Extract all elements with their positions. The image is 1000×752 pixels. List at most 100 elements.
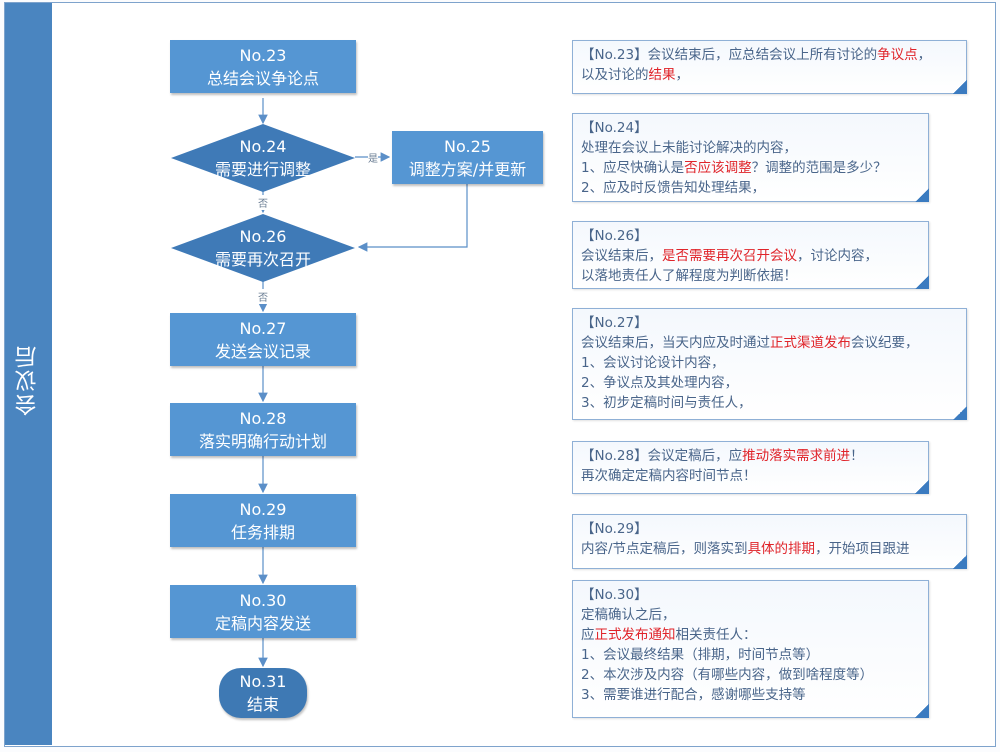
- note-text: 【No.23】会议结束后，应总结会议上所有讨论的: [581, 47, 878, 63]
- note-line: 【No.27】: [581, 313, 958, 333]
- node-label: 调整方案/并更新: [408, 159, 527, 179]
- note-text: 3、需要谁进行配合，感谢哪些支持等: [581, 687, 806, 703]
- note-text: 1、会议讨论设计内容，: [581, 355, 725, 371]
- node-id: No.27: [239, 318, 287, 338]
- note-text: 会议结束后，当天内应及时通过: [581, 335, 770, 351]
- decision-shape-26: [171, 214, 355, 282]
- process-node-28[interactable]: No.28 落实明确行动计划: [170, 403, 356, 456]
- note-highlight-text: 结果: [648, 67, 676, 83]
- note-line: 以及讨论的结果，: [581, 65, 958, 85]
- node-id: No.31: [239, 672, 287, 691]
- note-text: 【No.30】: [581, 587, 648, 603]
- note-text: 【No.29】: [581, 521, 648, 537]
- note-line: 以落地责任人了解程度为判断依据！: [581, 266, 920, 286]
- note-line: 内容/节点定稿后，则落实到具体的排期，开始项目跟进: [581, 539, 958, 559]
- note-text: ，: [917, 47, 932, 63]
- note-line: 【No.23】会议结束后，应总结会议上所有讨论的争议点，: [581, 45, 958, 65]
- page-curl-icon: [953, 555, 967, 569]
- note-line: 应正式发布通知相关责任人：: [581, 625, 920, 645]
- note-line: 【No.24】: [581, 118, 920, 138]
- process-node-29[interactable]: No.29 任务排期: [170, 494, 356, 547]
- note-text: ？调整的范围是多少？: [751, 160, 887, 176]
- node-id: No.28: [239, 408, 287, 428]
- note-text: 以及讨论的: [581, 67, 649, 83]
- process-node-30[interactable]: No.30 定稿内容发送: [170, 585, 356, 638]
- note-line: 3、初步定稿时间与责任人，: [581, 393, 958, 413]
- note-23: 【No.23】会议结束后，应总结会议上所有讨论的争议点，以及讨论的结果，: [572, 40, 967, 94]
- node-label: 需要再次召开: [214, 250, 311, 269]
- page-curl-icon: [953, 80, 967, 94]
- note-line: 再次确定定稿内容时间节点！: [581, 466, 920, 486]
- page-curl-icon: [915, 704, 929, 718]
- note-text: 以落地责任人了解程度为判断依据！: [581, 268, 797, 284]
- note-text: ！: [850, 448, 864, 464]
- node-id: No.29: [239, 499, 287, 519]
- note-text: 1、应尽快确认是: [581, 160, 685, 176]
- note-27: 【No.27】会议结束后，当天内应及时通过正式渠道发布会议纪要， 1、会议讨论设计…: [572, 308, 967, 420]
- edge-label-yes: 是: [368, 150, 378, 165]
- note-26: 【No.26】会议结束后，是否需要再次召开会议，讨论内容，以落地责任人了解程度为…: [572, 221, 929, 289]
- note-text: 定稿确认之后，: [581, 607, 676, 623]
- node-label: 落实明确行动计划: [198, 431, 327, 451]
- note-line: 【No.26】: [581, 226, 920, 246]
- note-line: 定稿确认之后，: [581, 605, 920, 625]
- note-line: 1、会议讨论设计内容，: [581, 353, 958, 373]
- note-highlight-text: 正式渠道发布: [770, 335, 851, 351]
- edge-label-no-24: 否: [258, 195, 268, 210]
- note-line: 1、会议最终结果（排期，时间节点等）: [581, 645, 920, 665]
- note-text: 2、应及时反馈告知处理结果，: [581, 180, 766, 196]
- note-line: 3、需要谁进行配合，感谢哪些支持等: [581, 685, 920, 705]
- note-line: 【No.30】: [581, 585, 920, 605]
- note-30: 【No.30】定稿确认之后，应正式发布通知相关责任人：1、会议最终结果（排期，时…: [572, 580, 929, 718]
- process-node-25[interactable]: No.25 调整方案/并更新: [392, 131, 543, 184]
- note-text: 相关责任人：: [675, 627, 757, 643]
- note-text: 2、争议点及其处理内容，: [581, 375, 739, 391]
- node-label: 定稿内容发送: [214, 613, 311, 633]
- node-id: No.23: [239, 45, 287, 65]
- note-line: 【No.28】会议定稿后，应推动落实需求前进！: [581, 446, 920, 466]
- page-curl-icon: [915, 480, 929, 494]
- note-highlight-text: 推动落实需求前进: [742, 448, 851, 464]
- note-highlight-text: 具体的排期: [747, 541, 816, 557]
- note-highlight-text: 是否需要再次召开会议: [662, 248, 797, 264]
- note-text: 3、初步定稿时间与责任人，: [581, 395, 752, 411]
- decision-shape-24: [171, 124, 355, 192]
- note-text: 再次确定定稿内容时间节点！: [581, 468, 757, 484]
- decision-node-26[interactable]: No.26 需要再次召开: [171, 214, 355, 282]
- note-text: 【No.24】: [581, 120, 648, 136]
- node-id: No.30: [239, 590, 287, 610]
- note-28: 【No.28】会议定稿后，应推动落实需求前进！ 再次确定定稿内容时间节点！: [572, 441, 929, 494]
- note-line: 处理在会议上未能讨论解决的内容，: [581, 138, 920, 158]
- note-highlight-text: 正式发布通知: [594, 627, 676, 643]
- node-id: No.24: [239, 137, 287, 156]
- node-label: 任务排期: [230, 522, 295, 542]
- note-text: ，开始项目跟进: [815, 541, 910, 557]
- page-curl-icon: [915, 275, 929, 289]
- terminator-node-31[interactable]: No.31 结束: [219, 668, 307, 718]
- process-node-23[interactable]: No.23 总结会议争论点: [170, 40, 356, 93]
- decision-node-24[interactable]: No.24 需要进行调整: [171, 124, 355, 192]
- note-text: 处理在会议上未能讨论解决的内容，: [581, 140, 797, 156]
- note-text: 会议结束后，: [581, 248, 662, 264]
- node-id: No.26: [239, 227, 287, 246]
- note-line: 2、本次涉及内容（有哪些内容，做到啥程度等）: [581, 665, 920, 685]
- note-line: 1、应尽快确认是否应该调整？调整的范围是多少？: [581, 158, 920, 178]
- note-line: 2、争议点及其处理内容，: [581, 373, 958, 393]
- note-text: 内容/节点定稿后，则落实到: [581, 541, 748, 557]
- note-text: ，: [675, 67, 690, 83]
- edge-25-26: [357, 184, 468, 252]
- note-line: 2、应及时反馈告知处理结果，: [581, 178, 920, 198]
- note-text: 【No.27】: [581, 315, 648, 331]
- process-node-27[interactable]: No.27 发送会议记录: [170, 313, 356, 366]
- note-text: 会议纪要，: [851, 335, 919, 351]
- note-line: 【No.29】: [581, 519, 958, 539]
- note-24: 【No.24】处理在会议上未能讨论解决的内容， 1、应尽快确认是否应该调整？调整的…: [572, 113, 929, 202]
- node-id: No.25: [444, 136, 491, 156]
- note-text: ，讨论内容，: [797, 248, 878, 264]
- note-text: 应: [581, 627, 595, 643]
- node-label: 发送会议记录: [214, 341, 311, 361]
- page-curl-icon: [953, 406, 967, 420]
- swimlane-header: [5, 3, 52, 745]
- note-line: 会议结束后，是否需要再次召开会议，讨论内容，: [581, 246, 920, 266]
